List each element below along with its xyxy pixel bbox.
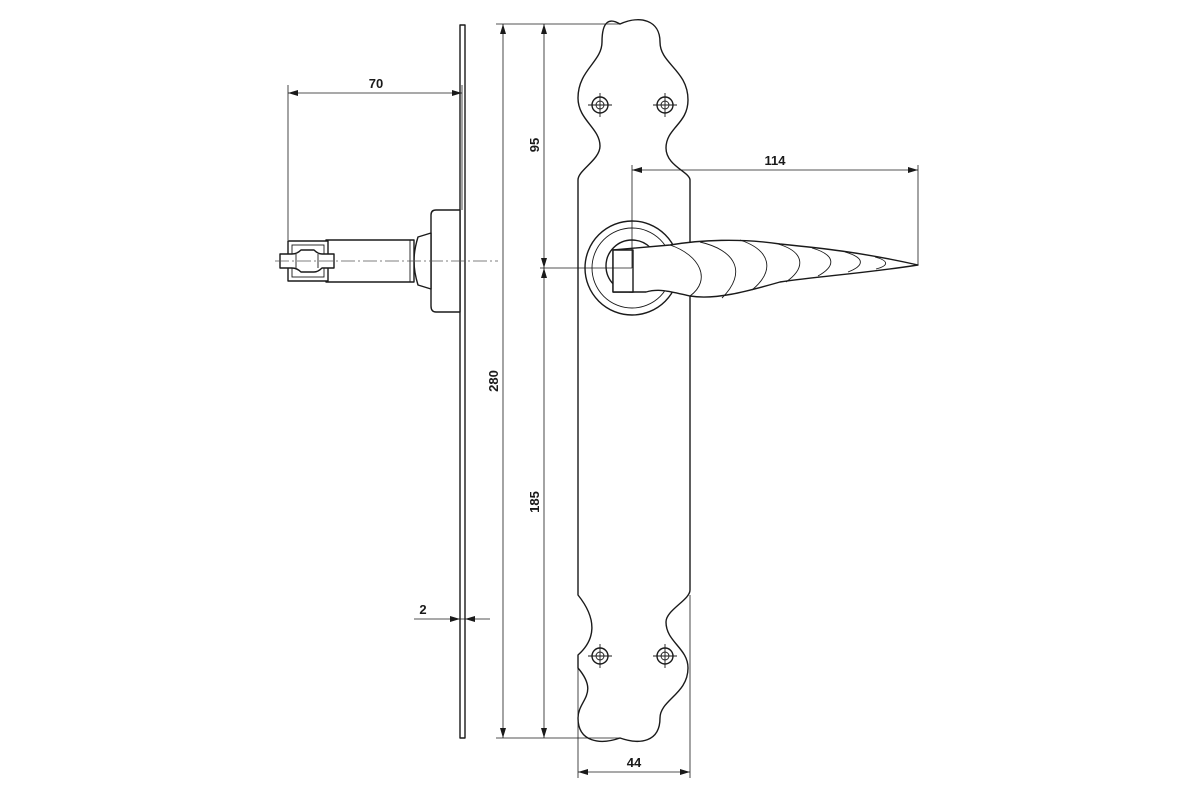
- dim-label-114: 114: [765, 153, 787, 168]
- dim-label-44: 44: [627, 755, 642, 770]
- dim-label-95: 95: [527, 138, 542, 152]
- side-rose: [430, 209, 461, 313]
- dimension-labels: 70 280 95 185 114 44 2: [369, 76, 786, 770]
- dim-label-280: 280: [486, 370, 501, 392]
- dim-label-2: 2: [419, 602, 426, 617]
- side-view: [275, 24, 498, 739]
- screw-hole-top-left: [588, 93, 612, 117]
- dimension-lines: [287, 23, 919, 778]
- dim-label-70: 70: [369, 76, 383, 91]
- screw-hole-bottom-left: [588, 644, 612, 668]
- side-plate: [459, 24, 466, 739]
- dim-label-185: 185: [527, 491, 542, 513]
- screw-hole-bottom-right: [653, 644, 677, 668]
- front-view: [577, 19, 919, 742]
- backplate-outline: [577, 19, 691, 742]
- twisted-lever: [612, 239, 919, 299]
- screw-hole-top-right: [653, 93, 677, 117]
